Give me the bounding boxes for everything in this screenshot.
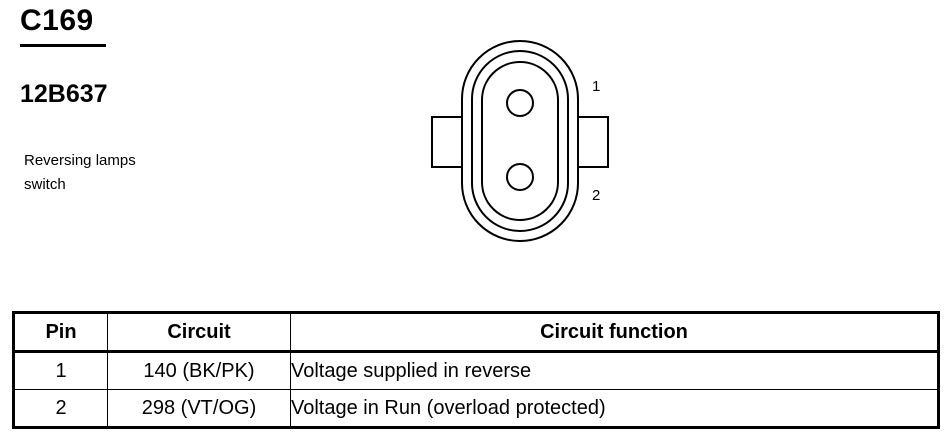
pin-label-1: 1	[592, 78, 601, 95]
part-number: 12B637	[20, 80, 108, 108]
connector-face-diagram	[431, 40, 609, 242]
circuit-cell: 140 (BK/PK)	[107, 351, 291, 390]
connector-id-underline	[20, 44, 106, 47]
component-description: Reversing lamps switch	[24, 149, 224, 197]
connector-id: C169	[20, 4, 94, 37]
column-header-circuit-function: Circuit function	[290, 312, 939, 353]
pinout-table: Pin Circuit Circuit function 1 140 (BK/P…	[12, 311, 940, 429]
circuit-cell: 298 (VT/OG)	[107, 389, 291, 428]
column-header-pin: Pin	[13, 312, 108, 353]
right-latch-tab	[575, 116, 609, 168]
pin-2-terminal	[506, 163, 534, 191]
left-latch-tab	[431, 116, 465, 168]
description-line: switch	[24, 176, 66, 193]
table-row: 2 298 (VT/OG) Voltage in Run (overload p…	[13, 389, 939, 428]
pin-cell: 1	[13, 351, 108, 390]
circuit-function-cell: Voltage in Run (overload protected)	[290, 389, 939, 428]
circuit-function-cell: Voltage supplied in reverse	[290, 351, 939, 390]
pin-label-2: 2	[592, 187, 601, 204]
table-row: 1 140 (BK/PK) Voltage supplied in revers…	[13, 351, 939, 390]
column-header-circuit: Circuit	[107, 312, 291, 353]
connector-pin-cavity	[481, 61, 559, 221]
pin-cell: 2	[13, 389, 108, 428]
table-header-row: Pin Circuit Circuit function	[13, 312, 939, 353]
description-line: Reversing lamps	[24, 152, 136, 169]
pin-1-terminal	[506, 89, 534, 117]
